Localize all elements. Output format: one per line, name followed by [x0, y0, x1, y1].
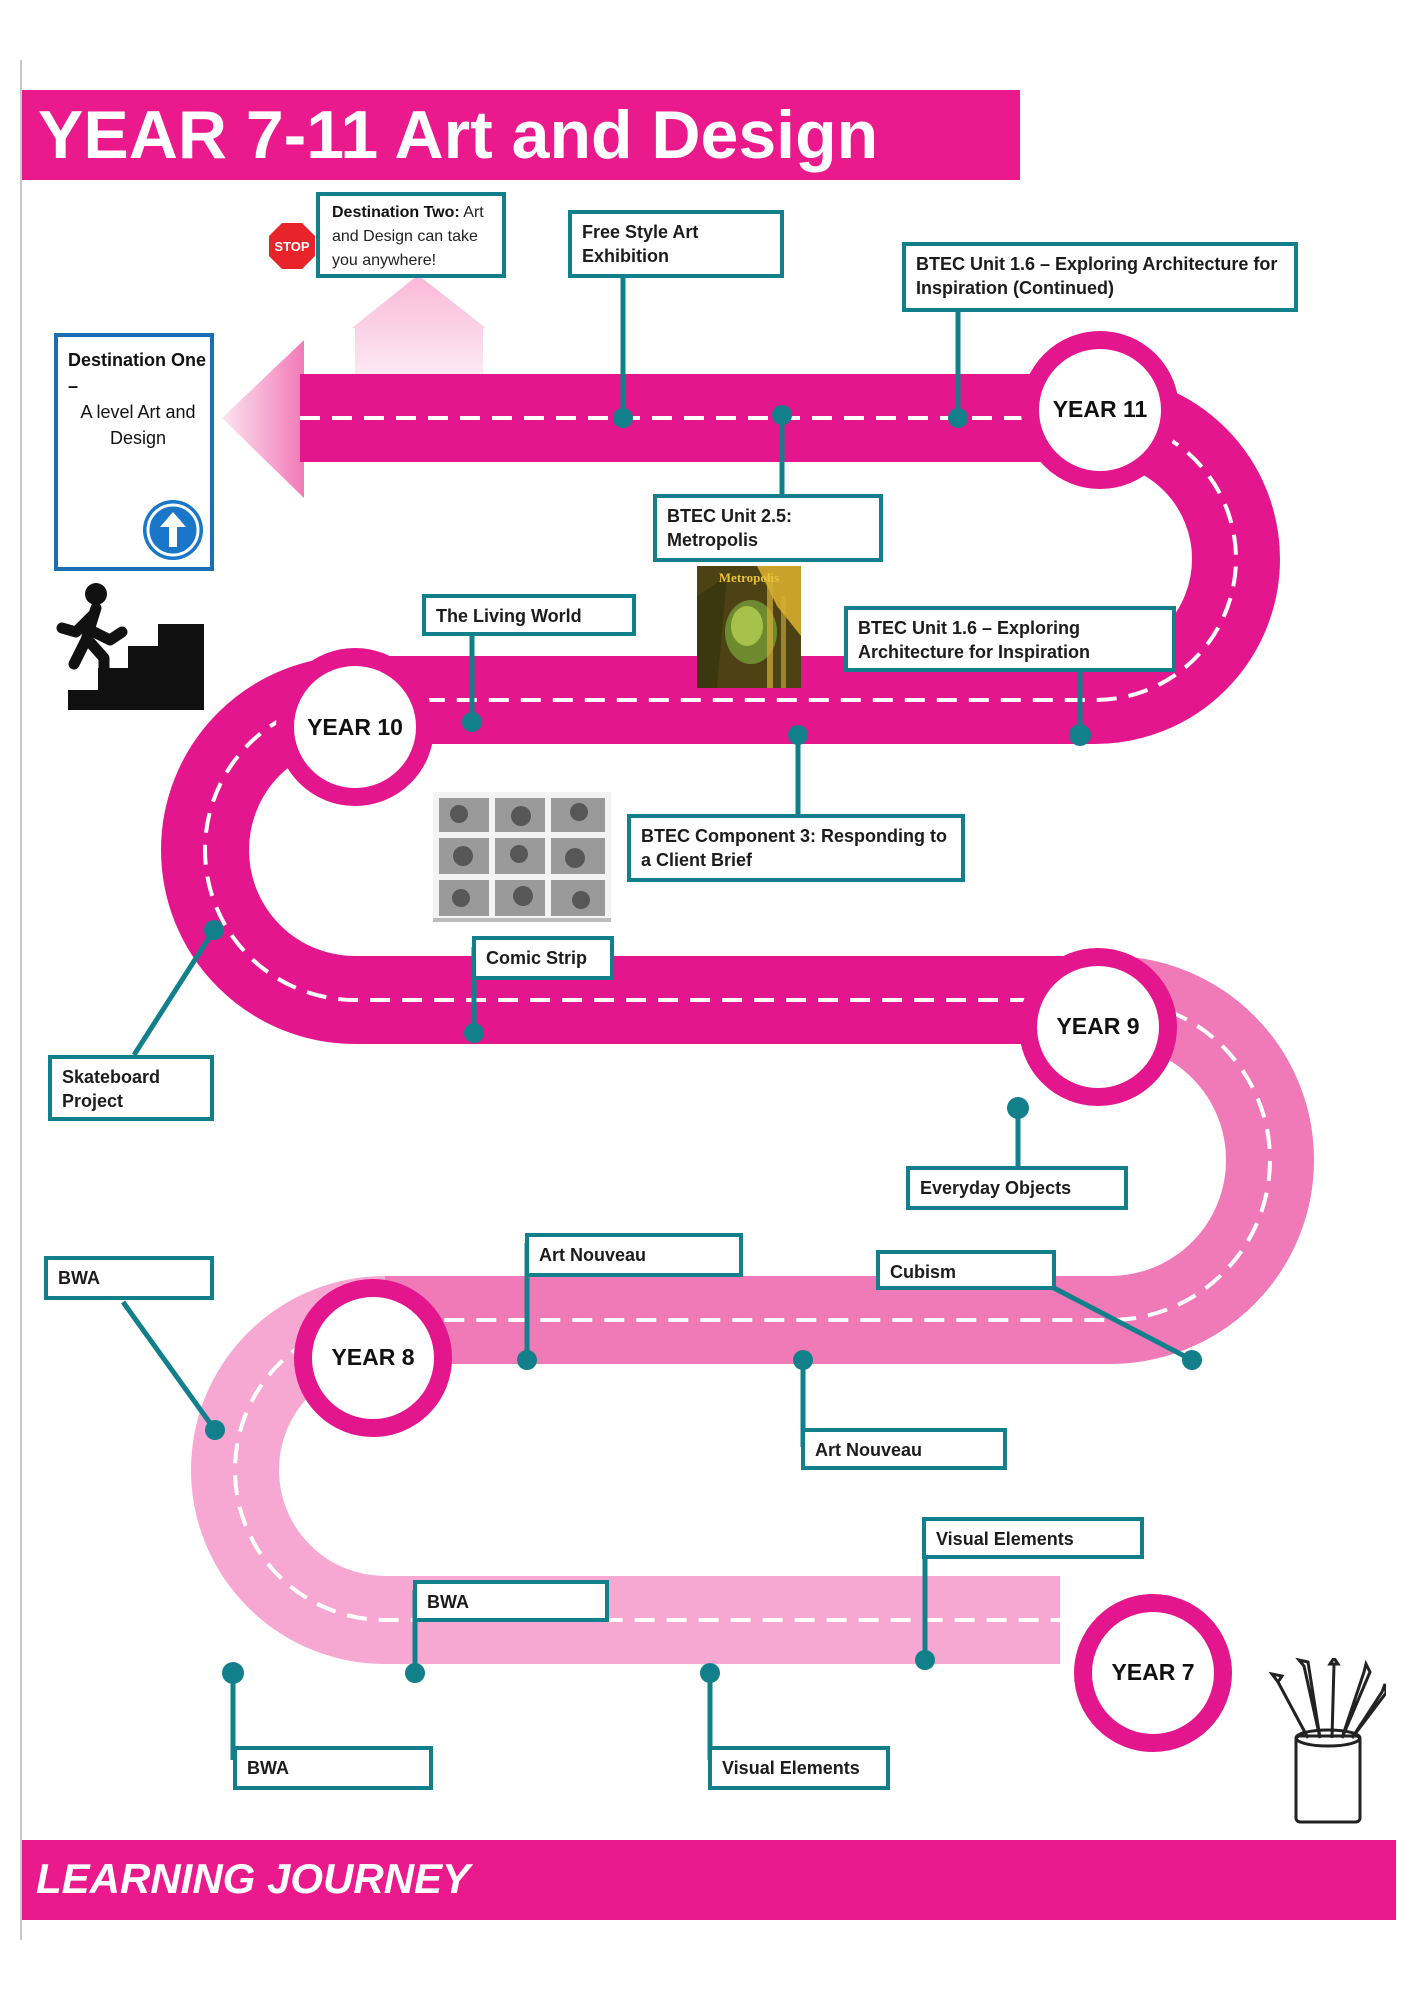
arrow-up-circle-icon — [143, 500, 203, 560]
person-climbing-stairs-icon — [56, 583, 204, 710]
year8-label: YEAR 8 — [331, 1344, 415, 1370]
destination-one-card: Destination One – A level Art and Design — [54, 333, 214, 571]
comic-strip-image — [433, 792, 611, 922]
label-art-nouveau-bottom: Art Nouveau — [801, 1428, 1007, 1470]
label-art-nouveau-top: Art Nouveau — [525, 1233, 743, 1277]
destination-two-card: Destination Two: Art and Design can take… — [316, 192, 506, 278]
year11-label: YEAR 11 — [1052, 396, 1148, 422]
year11-marker — [1021, 331, 1179, 489]
label-btec-component-3: BTEC Component 3: Responding to a Client… — [627, 814, 965, 882]
label-btec-unit-25-metropolis: BTEC Unit 2.5: Metropolis — [653, 494, 883, 562]
destination-two-title: Destination Two: — [332, 204, 460, 221]
page-left-rule — [20, 60, 22, 1940]
metropolis-poster-image: Metropolis — [697, 566, 801, 688]
year8-marker — [294, 1279, 452, 1437]
label-the-living-world: The Living World — [422, 594, 636, 636]
page-title: YEAR 7-11 Art and Design — [38, 97, 879, 173]
label-everyday-objects: Everyday Objects — [906, 1166, 1128, 1210]
year7-label: YEAR 7 — [1111, 1659, 1195, 1685]
arrow-left-icon — [222, 340, 304, 498]
year10-marker — [276, 648, 434, 806]
destination-one-subtitle: A level Art and Design — [80, 402, 196, 448]
year7-marker — [1074, 1594, 1232, 1752]
connector-lines — [120, 276, 1194, 1760]
label-free-style-art-exhibition: Free Style Art Exhibition — [568, 210, 784, 278]
year9-label: YEAR 9 — [1056, 1013, 1140, 1039]
title-banner — [22, 90, 1020, 180]
label-bwa-left: BWA — [44, 1256, 214, 1300]
footer-title: LEARNING JOURNEY — [36, 1855, 471, 1902]
label-btec-unit-16-continued: BTEC Unit 1.6 – Exploring Architecture f… — [902, 242, 1298, 312]
arrow-up-icon — [352, 275, 486, 375]
label-btec-unit-16: BTEC Unit 1.6 – Exploring Architecture f… — [844, 606, 1176, 672]
year10-label: YEAR 10 — [307, 714, 403, 740]
stop-sign-icon: STOP — [269, 223, 315, 269]
brushes-in-pot-icon — [1268, 1658, 1386, 1824]
label-visual-elements-top: Visual Elements — [922, 1517, 1144, 1559]
label-skateboard-project: Skateboard Project — [48, 1055, 214, 1121]
metropolis-poster-title: Metropolis — [719, 570, 779, 585]
label-bwa-mid: BWA — [413, 1580, 609, 1622]
label-bwa-bottom: BWA — [233, 1746, 433, 1790]
label-comic-strip: Comic Strip — [472, 936, 614, 980]
year9-marker — [1019, 948, 1177, 1106]
destination-one-title: Destination One – — [68, 350, 207, 396]
footer-banner — [22, 1840, 1396, 1920]
label-visual-elements-bottom: Visual Elements — [708, 1746, 890, 1790]
label-cubism: Cubism — [876, 1250, 1056, 1290]
connector-dots — [204, 405, 1202, 1684]
destination-two-text: Art and Design can take you anywhere! — [332, 204, 484, 269]
stop-sign-text: STOP — [274, 239, 309, 254]
